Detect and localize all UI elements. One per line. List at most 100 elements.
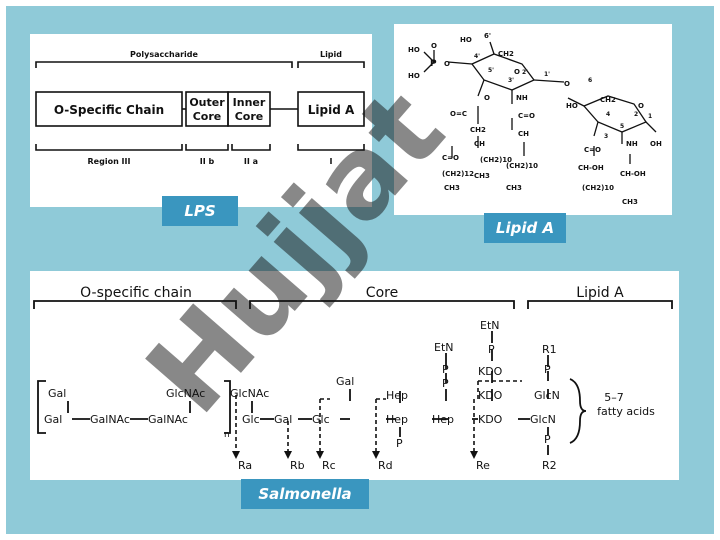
lipid-a-o-top: O — [431, 42, 437, 50]
lipid-a-5: 5 — [620, 123, 624, 130]
lipid-a-nh1: NH — [516, 94, 528, 102]
o-specific-chain-header: O-specific chain — [80, 285, 192, 301]
region-2a: II a — [244, 157, 258, 166]
lipid-a-o3: O — [564, 80, 570, 88]
lipid-a-1: 1 — [648, 113, 652, 120]
o-chain-box: O-Specific Chain — [54, 103, 164, 117]
salmonella-structure: O-specific chain Core Lipid A Gal Gal Ga… — [33, 285, 673, 472]
polysaccharide-label: Polysaccharide — [130, 50, 198, 59]
lipid-a-ch2-10-b: (CH2)10 — [506, 162, 538, 170]
lipid-a-caption: Lipid A — [484, 213, 566, 243]
phosphate-3: P — [442, 377, 449, 390]
lipid-a-2p: 2' — [522, 69, 528, 76]
lipid-a-o2: O — [484, 94, 490, 102]
sugar-galnac-1: GalNAc — [90, 413, 130, 426]
lps-caption: LPS — [162, 196, 238, 226]
sugar-glc-2: Glc — [312, 413, 330, 426]
chemotype-re: Re — [476, 459, 490, 472]
inner-core-box-2: Core — [235, 110, 264, 123]
r2-group: R2 — [542, 459, 557, 472]
lipid-a-ch2-1: CH2 — [498, 50, 514, 58]
fatty-acids-count: 5–7 — [604, 391, 624, 404]
lipid-a-ho-top: HO — [460, 36, 472, 44]
repeat-n: n — [224, 430, 230, 440]
lipid-a-ring-o2: O — [638, 102, 644, 110]
lipid-a-nh2: NH — [626, 140, 638, 148]
region-2b: II b — [200, 157, 215, 166]
fatty-acids-label: fatty acids — [597, 405, 655, 418]
lipid-a-ch-1: CH — [474, 140, 485, 148]
lipid-a-co-3: C=O — [518, 112, 535, 120]
lipid-a-co-4: C=O — [584, 146, 601, 154]
sugar-gal-1: Gal — [48, 387, 66, 400]
region-3: Region III — [88, 157, 131, 166]
kdo-3: KDO — [478, 413, 503, 426]
phosphate-1: P — [396, 437, 403, 450]
phosphate-6: P — [544, 433, 551, 446]
lipid-a-choh-2: CH-OH — [620, 170, 646, 178]
lipid-a-ho-p2: HO — [408, 72, 420, 80]
sugar-galnac-2: GalNAc — [148, 413, 188, 426]
lipid-a-ch3-a: CH3 — [474, 172, 490, 180]
sugar-hep-1: Hep — [386, 389, 408, 402]
salmonella-caption: Salmonella — [241, 479, 369, 509]
lipid-a-6: 6 — [588, 77, 592, 84]
lipid-a-structure: HO 6' HO HO O P O CH2 4' 5' 3' 2' 1' O O… — [408, 32, 662, 206]
phosphate-5: P — [544, 363, 551, 376]
lipid-a-ho-p1: HO — [408, 46, 420, 54]
etn-2: EtN — [480, 319, 500, 332]
lipid-a-oc-1: O=C — [450, 110, 467, 118]
lipid-a-co-2: C=O — [442, 154, 459, 162]
sugar-hep-3: Hep — [432, 413, 454, 426]
lipid-a-1p: 1' — [544, 71, 550, 78]
etn-1: EtN — [434, 341, 454, 354]
lipid-a-ch2-12: (CH2)12 — [442, 170, 474, 178]
kdo-1: KDO — [478, 365, 503, 378]
outer-core-box-2: Core — [193, 110, 222, 123]
lipid-a-structure-panel: HO 6' HO HO O P O CH2 4' 5' 3' 2' 1' O O… — [394, 24, 672, 215]
lipid-a-ch3-d: CH3 — [622, 198, 638, 206]
lipid-a-ch2-2: CH2 — [600, 96, 616, 104]
lipid-a-ch2-10-a: (CH2)10 — [480, 156, 512, 164]
chemotype-ra: Ra — [238, 459, 252, 472]
lipid-a-3: 3 — [604, 133, 608, 140]
chemotype-rb: Rb — [290, 459, 305, 472]
lipid-label: Lipid — [320, 50, 342, 59]
lipid-a-2: 2 — [634, 111, 638, 118]
chemotype-rc: Rc — [322, 459, 336, 472]
lipid-a-choh-1: CH-OH — [578, 164, 604, 172]
lps-schematic: Polysaccharide Lipid O-Specific Chain Ou… — [35, 50, 365, 166]
glcn-2: GlcN — [530, 413, 556, 426]
chemotype-rd: Rd — [378, 459, 393, 472]
lipid-a-3p: 3' — [508, 77, 514, 84]
lipid-a-4: 4 — [606, 111, 610, 118]
r1-group: R1 — [542, 343, 557, 356]
outer-core-box-1: Outer — [189, 96, 225, 109]
lipid-a-o1: O — [444, 60, 450, 68]
lipid-a-ch-2: CH — [518, 130, 529, 138]
lipid-a-ho-right: HO — [566, 102, 578, 110]
lipid-a-ring-o: O — [514, 68, 520, 76]
sugar-gal-2: Gal — [44, 413, 62, 426]
core-header: Core — [366, 285, 398, 301]
sugar-gal-3: Gal — [274, 413, 292, 426]
phosphate-2: P — [442, 363, 449, 376]
sugar-hep-2: Hep — [386, 413, 408, 426]
lipid-a-ch3-b: CH3 — [444, 184, 460, 192]
kdo-2: KDO — [478, 389, 503, 402]
sugar-gal-4: Gal — [336, 375, 354, 388]
lipid-a-ch2-10-c: (CH2)10 — [582, 184, 614, 192]
lipid-a-p: P — [430, 59, 437, 69]
sugar-glcnac-2: GlcNAc — [230, 387, 269, 400]
glcn-1: GlcN — [534, 389, 560, 402]
lipid-a-oh: OH — [650, 140, 662, 148]
sugar-glc-1: Glc — [242, 413, 260, 426]
inner-core-box-1: Inner — [233, 96, 266, 109]
lipid-a-box: Lipid A — [308, 103, 355, 117]
lps-schematic-panel: Polysaccharide Lipid O-Specific Chain Ou… — [30, 34, 372, 207]
sugar-glcnac-1: GlcNAc — [166, 387, 205, 400]
phosphate-4: P — [488, 343, 495, 356]
lipid-a-header: Lipid A — [576, 285, 624, 301]
salmonella-structure-panel: O-specific chain Core Lipid A Gal Gal Ga… — [30, 271, 679, 480]
